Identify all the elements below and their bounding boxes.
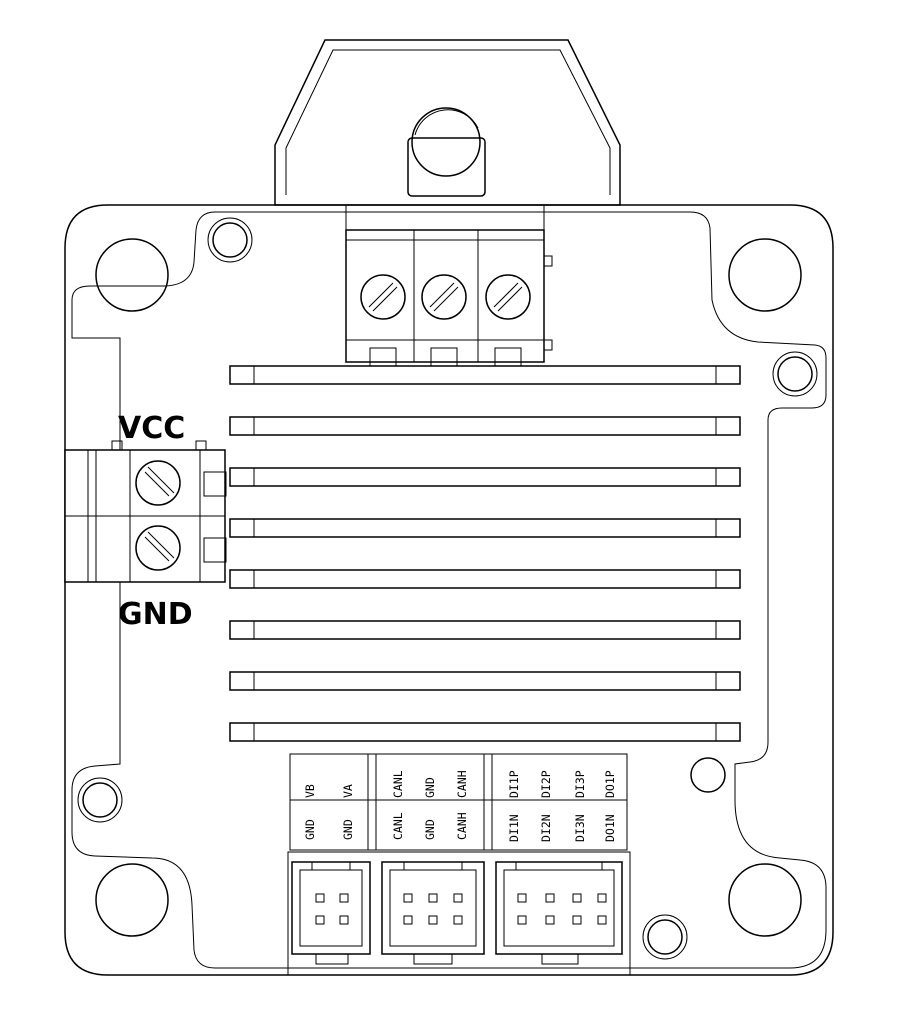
- pin-label-gnd-top: GND: [423, 777, 437, 798]
- pin-label-di3n: DI3N: [573, 814, 587, 842]
- small-hole-bottom-left: [82, 782, 118, 818]
- pin-label-va: VA: [341, 784, 355, 798]
- pin-label-canh-bottom: CANH: [455, 812, 469, 840]
- top-mounting-bracket: [274, 39, 621, 206]
- mounting-hole-bottom-left: [95, 863, 169, 937]
- fin-7: [229, 671, 741, 691]
- fin-2: [229, 416, 741, 436]
- pin-label-table: VB VA GND GND CANL GND CANH CANL GND CAN…: [289, 753, 628, 851]
- power-label-vcc: VCC: [118, 411, 185, 446]
- screw-3: [485, 274, 531, 367]
- power-screw-vcc: [135, 460, 181, 506]
- fin-3: [229, 467, 741, 487]
- mounting-hole-top-right: [728, 238, 802, 312]
- pin-label-di1n: DI1N: [507, 814, 521, 842]
- fin-1: [229, 365, 741, 385]
- pin-label-gnd-bottom: GND: [423, 819, 437, 840]
- pin-label-di2p: DI2P: [539, 770, 553, 798]
- small-hole-lower-right: [690, 757, 726, 793]
- heatsink-fins: [229, 365, 741, 742]
- pin-label-canl-top: CANL: [391, 770, 405, 798]
- power-screw-gnd: [135, 525, 181, 571]
- pin-label-canl-bottom: CANL: [391, 812, 405, 840]
- small-hole-right: [777, 356, 813, 392]
- pin-label-di3p: DI3P: [573, 770, 587, 798]
- pin-label-canh-top: CANH: [455, 770, 469, 798]
- fin-6: [229, 620, 741, 640]
- mounting-holes: [77, 217, 818, 960]
- small-hole-top-left: [212, 222, 248, 258]
- screw-1: [360, 274, 406, 367]
- pin-label-gnd-1: GND: [303, 819, 317, 840]
- pin-label-di2n: DI2N: [539, 814, 553, 842]
- pin-label-di1p: DI1P: [507, 770, 521, 798]
- power-screw-terminal: [64, 440, 227, 583]
- fin-8: [229, 722, 741, 742]
- bracket-screw-hole: [411, 107, 481, 177]
- top-screw-terminal: [345, 205, 553, 367]
- mounting-hole-top-left: [95, 238, 169, 312]
- pin-label-do1p: DO1P: [603, 770, 617, 798]
- pin-label-gnd-2: GND: [341, 819, 355, 840]
- fin-5: [229, 569, 741, 589]
- connector-io: [495, 861, 623, 965]
- pin-label-do1n: DO1N: [603, 814, 617, 842]
- board-outline: [64, 204, 834, 976]
- pin-label-vb: VB: [303, 784, 317, 798]
- screw-2: [421, 274, 467, 367]
- small-hole-bottom-right: [647, 919, 683, 955]
- mounting-hole-bottom-right: [728, 863, 802, 937]
- bottom-connectors: [287, 851, 631, 975]
- connector-power-signal: [291, 861, 371, 965]
- power-label-gnd: GND: [118, 597, 193, 632]
- connector-can: [381, 861, 485, 965]
- fin-4: [229, 518, 741, 538]
